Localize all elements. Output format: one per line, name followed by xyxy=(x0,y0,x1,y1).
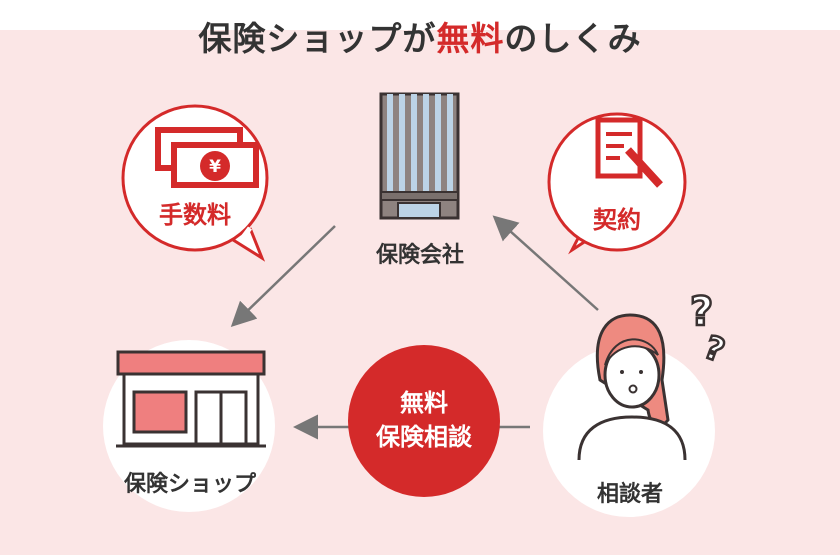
free-consultation-circle: 無料 保険相談 xyxy=(348,345,500,497)
svg-text:¥: ¥ xyxy=(209,157,221,177)
insurer-label: 保険会社 xyxy=(375,243,464,268)
shop-icon xyxy=(116,350,266,448)
free-label: 無料 xyxy=(400,389,448,418)
contract-bubble xyxy=(547,112,687,255)
arrow-consumer-to-insurer xyxy=(492,215,599,311)
title-suffix: のしくみ xyxy=(504,19,642,58)
consumer-icon: ? ? xyxy=(577,288,731,461)
consultation-label: 保険相談 xyxy=(376,423,472,451)
svg-text:?: ? xyxy=(690,289,713,335)
contract-label: 契約 xyxy=(593,206,641,234)
title-highlight: 無料 xyxy=(436,19,505,58)
page-title: 保険ショップが無料のしくみ xyxy=(0,12,840,60)
document-icon xyxy=(595,117,663,188)
title-band xyxy=(0,0,840,30)
consumer-label: 相談者 xyxy=(596,482,663,507)
building-icon xyxy=(379,92,460,220)
fee-label: 手数料 xyxy=(159,201,231,229)
shop-label: 保険ショップ xyxy=(123,472,256,497)
title-prefix: 保険ショップが xyxy=(198,19,437,58)
money-icon: ¥ xyxy=(155,127,259,188)
arrow-insurer-to-shop xyxy=(230,225,336,327)
